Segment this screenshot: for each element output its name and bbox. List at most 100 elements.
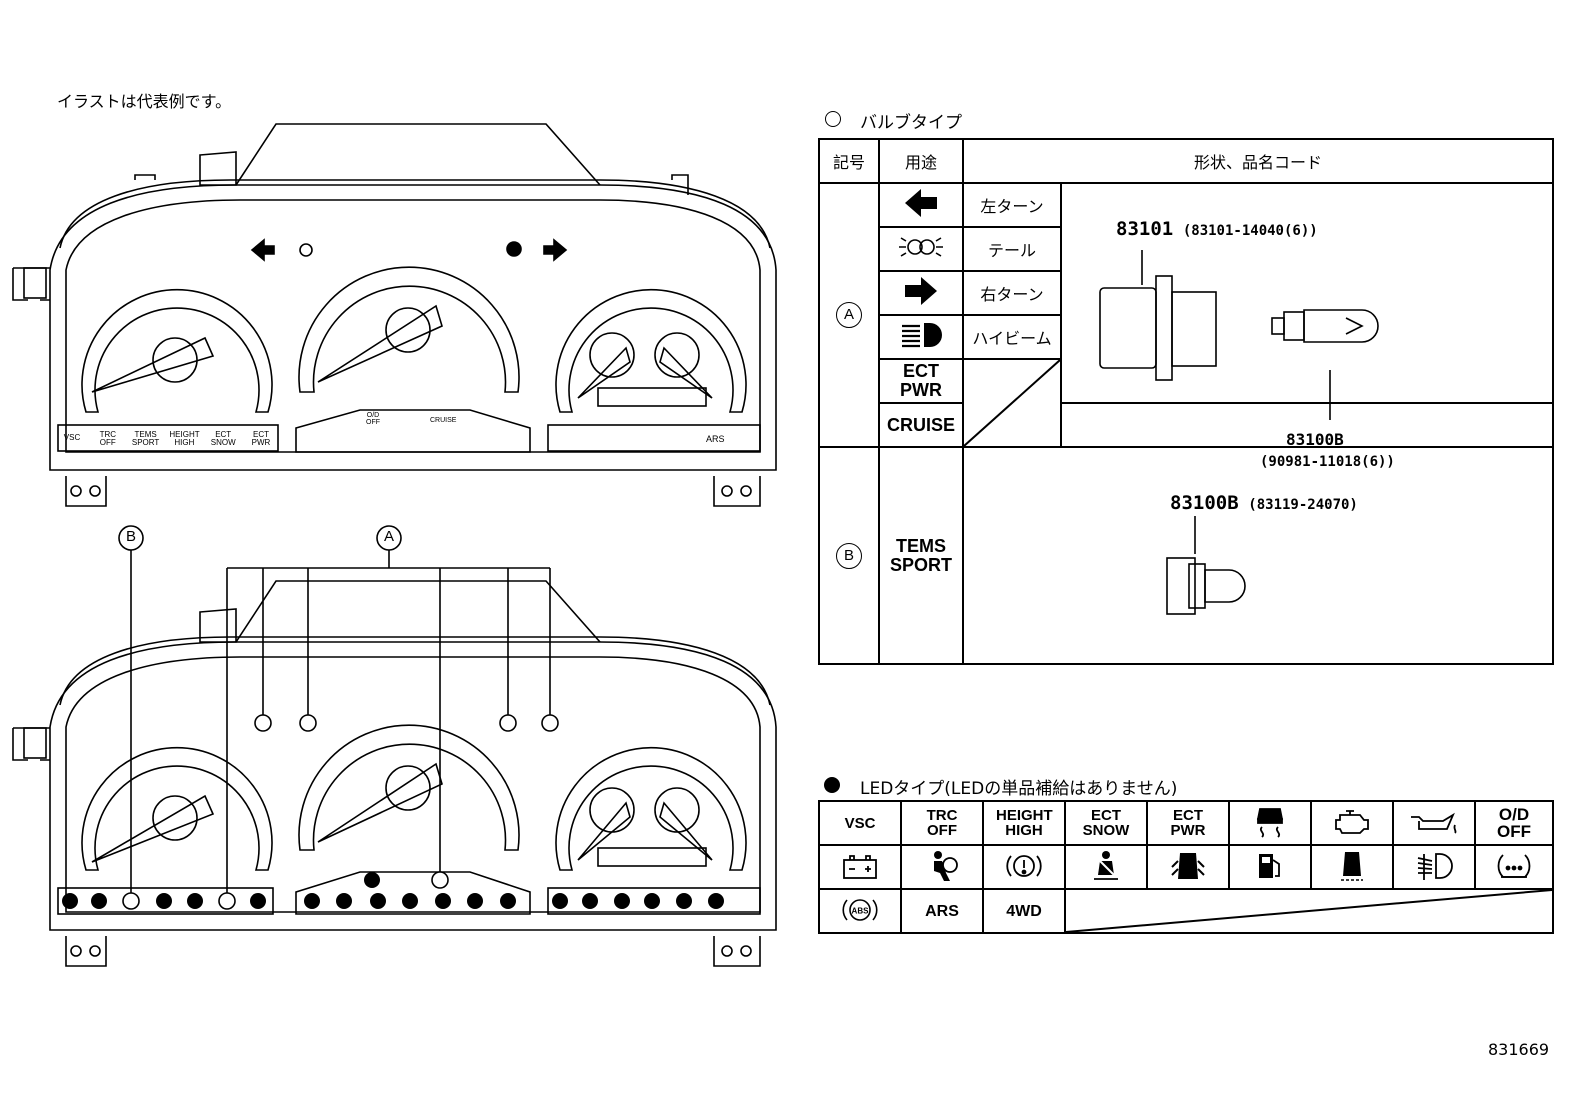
led-ect-pwr-text: ECT PWR bbox=[1170, 807, 1206, 839]
top-ars-label: ARS bbox=[706, 434, 725, 444]
led-ect-snow: ECT SNOW bbox=[1064, 800, 1148, 846]
filled-circle-icon bbox=[824, 777, 840, 793]
led-trc-off: TRC OFF bbox=[900, 800, 984, 846]
led-diagonal-empty-cell bbox=[1064, 888, 1554, 934]
led-headlight-level-cell bbox=[1392, 844, 1476, 890]
bulb-part-number: 83100B bbox=[1286, 430, 1344, 449]
ect-pwr-text: ECT PWR bbox=[900, 361, 942, 400]
bulb-table: 記号 用途 形状、品名コード A 左ターン 83101 (83101-14040… bbox=[818, 138, 1554, 665]
led-table: VSC TRC OFF HEIGHT HIGH ECT SNOW ECT PWR… bbox=[818, 800, 1554, 934]
usage-left-turn: 左ターン bbox=[962, 182, 1062, 228]
seatbelt-reminder-icon bbox=[1094, 850, 1118, 880]
tems-sport-usage: TEMS SPORT bbox=[878, 446, 964, 665]
fuel-low-icon bbox=[1259, 853, 1280, 878]
car-height-icon bbox=[1341, 851, 1363, 881]
led-brake-cell bbox=[982, 844, 1066, 890]
led-ect-snow-text: ECT SNOW bbox=[1082, 807, 1130, 839]
group-b-part-label: 83100B (83119-24070) bbox=[1170, 492, 1358, 514]
led-tire-pressure-cell bbox=[1474, 844, 1554, 890]
bulb-title-text: バルブタイプ bbox=[860, 113, 962, 133]
wedge-socket-and-bulb-drawing bbox=[1099, 250, 1379, 420]
tail-icon-cell bbox=[878, 226, 964, 272]
right-turn-arrow-icon bbox=[905, 277, 937, 305]
open-circle-icon bbox=[825, 111, 841, 127]
led-seatbelt-cell bbox=[1064, 844, 1148, 890]
led-4wd: 4WD bbox=[982, 888, 1066, 934]
tems-sport-text: TEMS SPORT bbox=[889, 535, 952, 575]
top-cruise-label: CRUISE bbox=[430, 417, 457, 424]
group-b-part-number: 83100B bbox=[1170, 492, 1239, 514]
header-shape: 形状、品名コード bbox=[962, 138, 1554, 184]
callout-b: B bbox=[125, 528, 136, 545]
door-open-icon bbox=[1171, 852, 1205, 879]
airbag-warning-icon bbox=[934, 850, 958, 881]
figure-code: 831669 bbox=[1488, 1040, 1550, 1059]
usage-high-beam: ハイビーム bbox=[962, 314, 1062, 360]
led-slip-cell bbox=[1228, 800, 1312, 846]
group-b-mark: B bbox=[836, 542, 862, 569]
illustration-note: イラストは代表例です。 bbox=[57, 92, 232, 111]
header-symbol: 記号 bbox=[818, 138, 880, 184]
oil-pressure-icon bbox=[1411, 812, 1457, 834]
top-cluster-drawing bbox=[12, 123, 777, 507]
led-title-text: LEDタイプ(LEDの単品補給はありません) bbox=[860, 779, 1178, 799]
left-turn-icon-cell bbox=[878, 182, 964, 228]
led-charge-cell bbox=[818, 844, 902, 890]
right-turn-icon-cell bbox=[878, 270, 964, 316]
led-abs-cell: ABS bbox=[818, 888, 902, 934]
led-car-height-cell bbox=[1310, 844, 1394, 890]
strip-vsc: VSC bbox=[63, 433, 81, 442]
abs-warning-icon: ABS bbox=[842, 898, 878, 921]
strip-ect-snow: ECT SNOW bbox=[210, 430, 236, 447]
socket-part-number: 83101 bbox=[1116, 218, 1174, 240]
group-b-shape-cell: 83100B (83119-24070) bbox=[962, 446, 1554, 665]
bulb-section-title: バルブタイプ bbox=[825, 108, 962, 133]
group-a-shape-cell: 83101 (83101-14040(6)) 83100B (90981-110… bbox=[1060, 182, 1554, 470]
led-diagonal-line bbox=[1066, 890, 1552, 932]
top-od-off-label: O/D OFF bbox=[366, 412, 380, 426]
led-ars: ARS bbox=[900, 888, 984, 934]
led-door-cell bbox=[1146, 844, 1230, 890]
tire-pressure-icon bbox=[1497, 853, 1531, 878]
strip-trc-off: TRC OFF bbox=[99, 430, 117, 447]
diagonal-empty-cell bbox=[962, 358, 1062, 448]
tail-light-icon bbox=[899, 237, 943, 257]
led-airbag-cell bbox=[900, 844, 984, 890]
svg-text:ABS: ABS bbox=[852, 906, 870, 915]
callout-a: A bbox=[383, 528, 394, 545]
slip-indicator-icon bbox=[1256, 807, 1284, 838]
group-a-mark-cell: A bbox=[818, 182, 880, 448]
group-b-mark-cell: B bbox=[818, 446, 880, 665]
cruise-usage: CRUISE bbox=[878, 402, 964, 448]
check-engine-icon bbox=[1335, 809, 1369, 834]
usage-right-turn: 右ターン bbox=[962, 270, 1062, 316]
cluster-illustrations bbox=[12, 123, 777, 967]
group-b-part-code: (83119-24070) bbox=[1248, 497, 1358, 513]
led-fuel-cell bbox=[1228, 844, 1312, 890]
led-oil-cell bbox=[1392, 800, 1476, 846]
left-turn-arrow-icon bbox=[905, 189, 937, 217]
socket-part-code: (83101-14040(6)) bbox=[1182, 223, 1318, 239]
group-a-mark: A bbox=[836, 302, 862, 328]
socket-part-label: 83101 (83101-14040(6)) bbox=[1116, 218, 1318, 240]
high-beam-icon-cell bbox=[878, 314, 964, 360]
diagonal-line bbox=[964, 360, 1060, 446]
led-vsc: VSC bbox=[818, 800, 902, 846]
group-a-shape-tail bbox=[1060, 402, 1554, 448]
led-section-title: LEDタイプ(LEDの単品補給はありません) bbox=[824, 774, 1178, 799]
bottom-cluster-drawing bbox=[12, 525, 777, 967]
wedge-bulb-with-socket-drawing bbox=[1166, 516, 1246, 615]
brake-warning-icon bbox=[1006, 854, 1042, 877]
led-height-high-text: HEIGHT HIGH bbox=[996, 807, 1053, 839]
led-od-off-text: O/D OFF bbox=[1497, 805, 1531, 841]
led-height-high: HEIGHT HIGH bbox=[982, 800, 1066, 846]
charge-warning-icon bbox=[843, 854, 877, 879]
led-od-off: O/D OFF bbox=[1474, 800, 1554, 846]
top-left-indicator-strip: VSC TRC OFF TEMS SPORT HEIGHT HIGH ECT S… bbox=[60, 431, 275, 447]
usage-tail: テール bbox=[962, 226, 1062, 272]
led-ect-pwr: ECT PWR bbox=[1146, 800, 1230, 846]
led-trc-off-text: TRC OFF bbox=[926, 807, 958, 839]
strip-tems-sport: TEMS SPORT bbox=[131, 430, 160, 447]
header-usage: 用途 bbox=[878, 138, 964, 184]
strip-height-high: HEIGHT HIGH bbox=[169, 430, 200, 447]
